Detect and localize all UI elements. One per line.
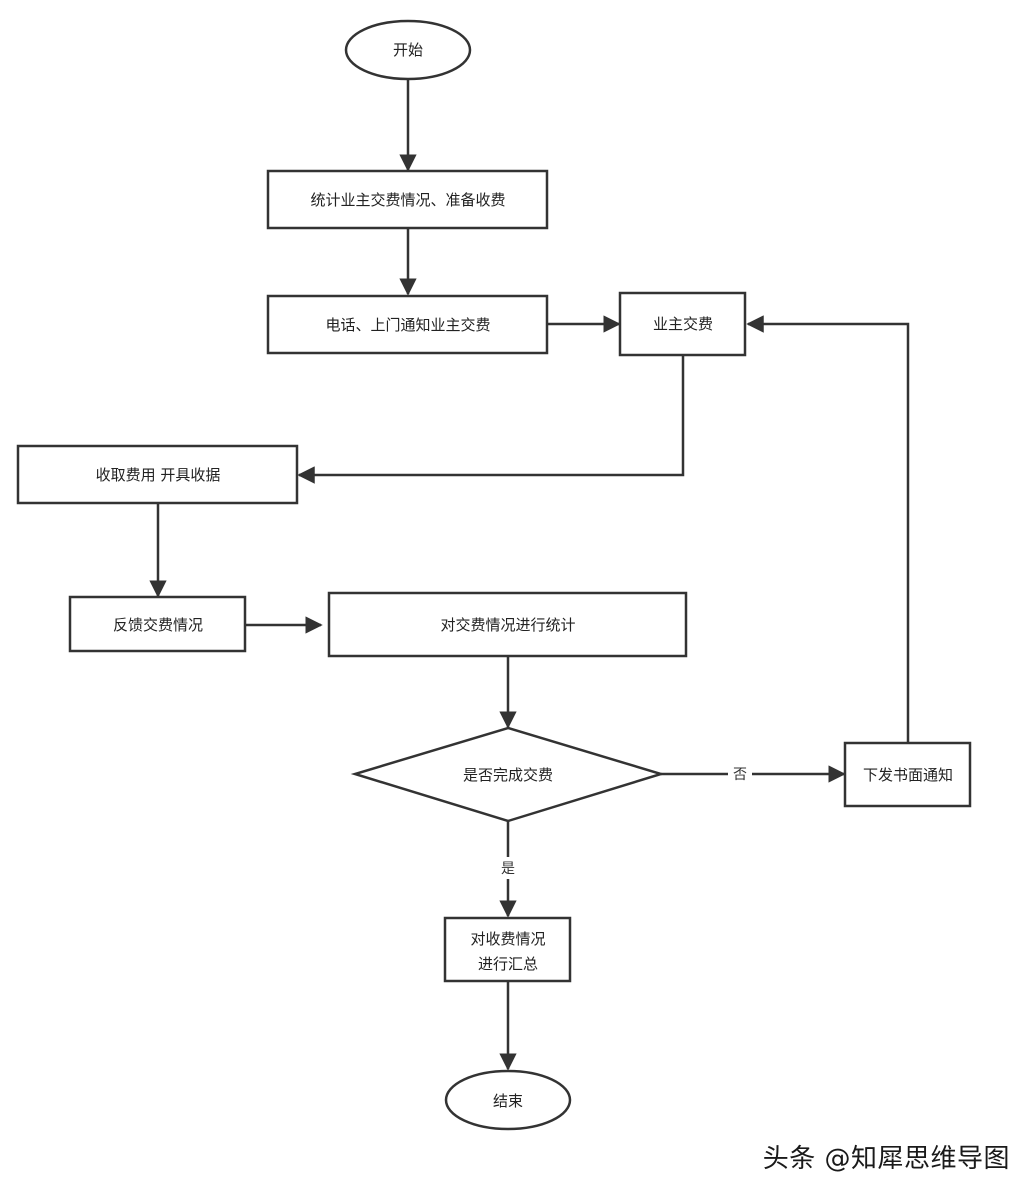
summary-node	[443, 916, 572, 983]
edge-label-yes: 是	[501, 861, 515, 877]
watermark: 头条 @知犀思维导图	[762, 1144, 1010, 1174]
start-label: 开始	[393, 41, 423, 59]
start-node	[344, 19, 472, 81]
summary-label-line1: 对收费情况	[470, 930, 545, 948]
owner-pay-node	[618, 291, 747, 357]
stat-payment-label: 对交费情况进行统计	[440, 616, 575, 634]
feedback-node	[68, 595, 247, 653]
feedback-label: 反馈交费情况	[113, 616, 203, 634]
notify-owner-label: 电话、上门通知业主交费	[325, 316, 490, 334]
written-notice-label: 下发书面通知	[863, 766, 953, 784]
decision-complete-label: 是否完成交费	[463, 766, 553, 784]
stat-prepare-label: 统计业主交费情况、准备收费	[310, 191, 505, 209]
stat-payment-node	[327, 591, 688, 658]
owner-pay-label: 业主交费	[653, 315, 713, 333]
decision-complete-node	[350, 726, 666, 823]
edge-label-no: 否	[733, 767, 747, 783]
notify-owner-node	[266, 294, 549, 355]
end-node	[444, 1069, 572, 1131]
end-label: 结束	[493, 1092, 523, 1110]
collect-receipt-label: 收取费用 开具收据	[96, 466, 221, 484]
written-notice-node	[843, 741, 972, 808]
edge-notice-to-pay	[746, 315, 910, 743]
collect-receipt-node	[16, 444, 299, 505]
edge-pay-to-collect	[297, 356, 685, 484]
summary-label-line2: 进行汇总	[478, 955, 538, 973]
stat-prepare-node	[266, 169, 549, 230]
